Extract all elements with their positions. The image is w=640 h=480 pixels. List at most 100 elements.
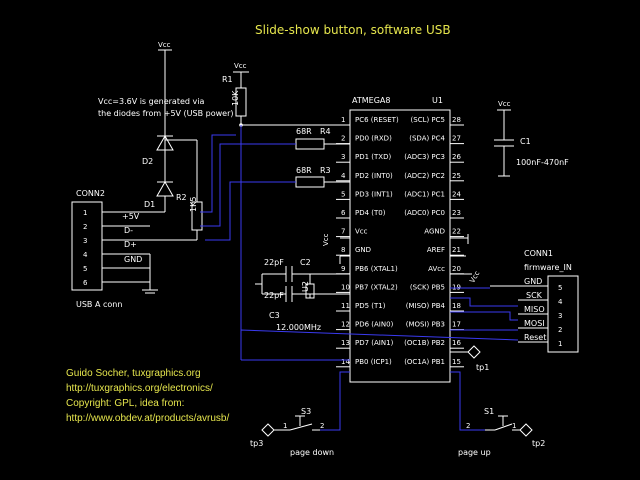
r2-resistor: R2 1K5 [150, 139, 203, 241]
u1-pin-label-left: PD1 (TXD) [355, 153, 391, 161]
u1-pin-num-right: 28 [452, 116, 461, 124]
pin20-vcc-label: Vcc [468, 270, 481, 285]
tp1-testpoint: tp1 [450, 345, 489, 372]
u1-pin-label-right: (OC1A) PB1 [404, 358, 445, 366]
u1-pin-label-left: PB7 (XTAL2) [355, 283, 398, 291]
conn1-pin-3: 3 [558, 312, 562, 320]
u1-pin-num-left: 9 [341, 265, 345, 273]
conn2-name: CONN2 [76, 189, 105, 198]
u1-pin-label-left: PD3 (INT1) [355, 190, 393, 198]
u1-part-name: ATMEGA8 [352, 96, 390, 105]
r1-ref: R1 [222, 75, 233, 84]
u1-pin-label-left: GND [355, 246, 371, 254]
conn1-net-gnd: GND [524, 277, 542, 286]
c3-value: 22pF [264, 291, 284, 300]
credit-line-1: Guido Socher, tuxgraphics.org [66, 368, 201, 379]
u1-pin-label-left: PB6 (XTAL1) [355, 265, 398, 273]
u1-pin-label-left: PD2 (INT0) [355, 172, 393, 180]
conn1-net-sck: SCK [526, 291, 543, 300]
u1-pin-label-left: PD5 (T1) [355, 302, 386, 310]
r1-value: 10K [231, 90, 240, 106]
c2-value: 22pF [264, 258, 284, 267]
conn1-pin-5: 5 [558, 284, 562, 292]
conn1-pin-4: 4 [558, 298, 563, 306]
diodes-d1-d2: Vcc D2 D1 [142, 41, 174, 213]
credit-line-3: Copyright: GPL, idea from: [66, 398, 184, 409]
s3-pin2: 2 [320, 422, 324, 430]
s1-pin2: 2 [466, 422, 470, 430]
u1-pin-num-left: 3 [341, 153, 345, 161]
c1-capacitor: Vcc C1 100nF-470nF [494, 100, 569, 177]
u1-pin-label-right: AGND [424, 228, 445, 236]
conn1-pin-2: 2 [558, 326, 562, 334]
u1-pin-label-right: (ADC2) PC2 [404, 172, 445, 180]
net-label-5v: +5V [122, 212, 140, 221]
credit-line-4: http://www.obdev.at/products/avrusb/ [66, 413, 229, 424]
r4-value: 68R [296, 127, 312, 136]
r1-vcc-label: Vcc [234, 62, 247, 70]
conn2-pin-2: 2 [83, 223, 87, 231]
d1-ref: D1 [144, 200, 155, 209]
conn2-body [71, 201, 103, 291]
conn1-body [547, 275, 579, 353]
d2-vcc-label: Vcc [158, 41, 171, 49]
u1-pin-num-left: 11 [341, 302, 350, 310]
u1-pin-label-left: PD7 (AIN1) [355, 339, 394, 347]
conn2-caption: USB A conn [76, 300, 122, 309]
vcc-note-line2: the diodes from +5V (USB power) [98, 109, 233, 118]
net-label-gnd: GND [124, 255, 142, 264]
tp3-label: tp3 [250, 439, 263, 448]
conn1-net-reset: Reset [524, 333, 546, 342]
u1-pin-label-left: Vcc [355, 228, 368, 236]
u1-ref: U1 [432, 96, 443, 105]
conn2-pin-4: 4 [83, 251, 88, 259]
page-up-label: page up [458, 448, 491, 457]
u1-pin-label-right: (SCL) PC5 [411, 116, 445, 124]
s1-ref: S1 [484, 407, 494, 416]
s3-ref: S3 [301, 407, 311, 416]
conn2-pin-5: 5 [83, 265, 87, 273]
u1-pin-num-left: 12 [341, 321, 350, 329]
crystal-frequency: 12.000MHz [276, 323, 321, 332]
u1-pin-num-right: 22 [452, 228, 461, 236]
u1-pin-label-left: PB0 (ICP1) [355, 358, 392, 366]
page-down-label: page down [290, 448, 334, 457]
u1-pin-num-left: 2 [341, 135, 345, 143]
conn1-firmware: CONN1 firmware_IN 5 4 3 2 1 GND SCK MISO… [490, 249, 579, 353]
r3-ref: R3 [320, 166, 331, 175]
net-label-dminus: D- [124, 226, 133, 235]
u1-pin-num-right: 26 [452, 153, 461, 161]
conn1-name: CONN1 [524, 249, 553, 258]
u1-pin-label-left: PC6 (RESET) [355, 116, 399, 124]
u1-pin-num-left: 1 [341, 116, 345, 124]
r2-ref: R2 [176, 193, 187, 202]
conn1-pin-1: 1 [558, 340, 562, 348]
c1-value: 100nF-470nF [516, 158, 569, 167]
u1-pin-num-right: 20 [452, 265, 461, 273]
credits-block: Guido Socher, tuxgraphics.org http://tux… [66, 368, 229, 424]
u1-pin-num-right: 27 [452, 135, 461, 143]
u1-pin-num-left: 6 [341, 209, 346, 217]
u1-pin-num-left: 10 [341, 283, 350, 291]
supply-hookups: Vcc Vcc [322, 233, 482, 284]
u1-pin-num-left: 5 [341, 190, 345, 198]
conn2-pin-1: 1 [83, 209, 87, 217]
conn1-caption: firmware_IN [524, 263, 572, 272]
switch-s1: S1 2 1 tp2 page up [458, 407, 545, 457]
crystal-section: 22pF C2 22pF C3 U2 12.000MHz [255, 258, 350, 332]
u2-ref: U2 [301, 281, 310, 292]
conn1-net-miso: MISO [524, 305, 545, 314]
u1-pin-label-right: (MOSI) PB3 [406, 321, 445, 329]
u1-pin-label-right: (ADC0) PC0 [404, 209, 445, 217]
u1-pin-label-right: AREF [427, 246, 445, 254]
c2-ref: C2 [300, 258, 311, 267]
c1-vcc-label: Vcc [498, 100, 511, 108]
u1-pin-num-right: 25 [452, 172, 461, 180]
d1-symbol [156, 180, 174, 197]
u1-pin-label-left: PD6 (AIN0) [355, 321, 394, 329]
tp1-label: tp1 [476, 363, 489, 372]
r4-ref: R4 [320, 127, 331, 136]
u1-pin-label-left: PD0 (RXD) [355, 135, 392, 143]
